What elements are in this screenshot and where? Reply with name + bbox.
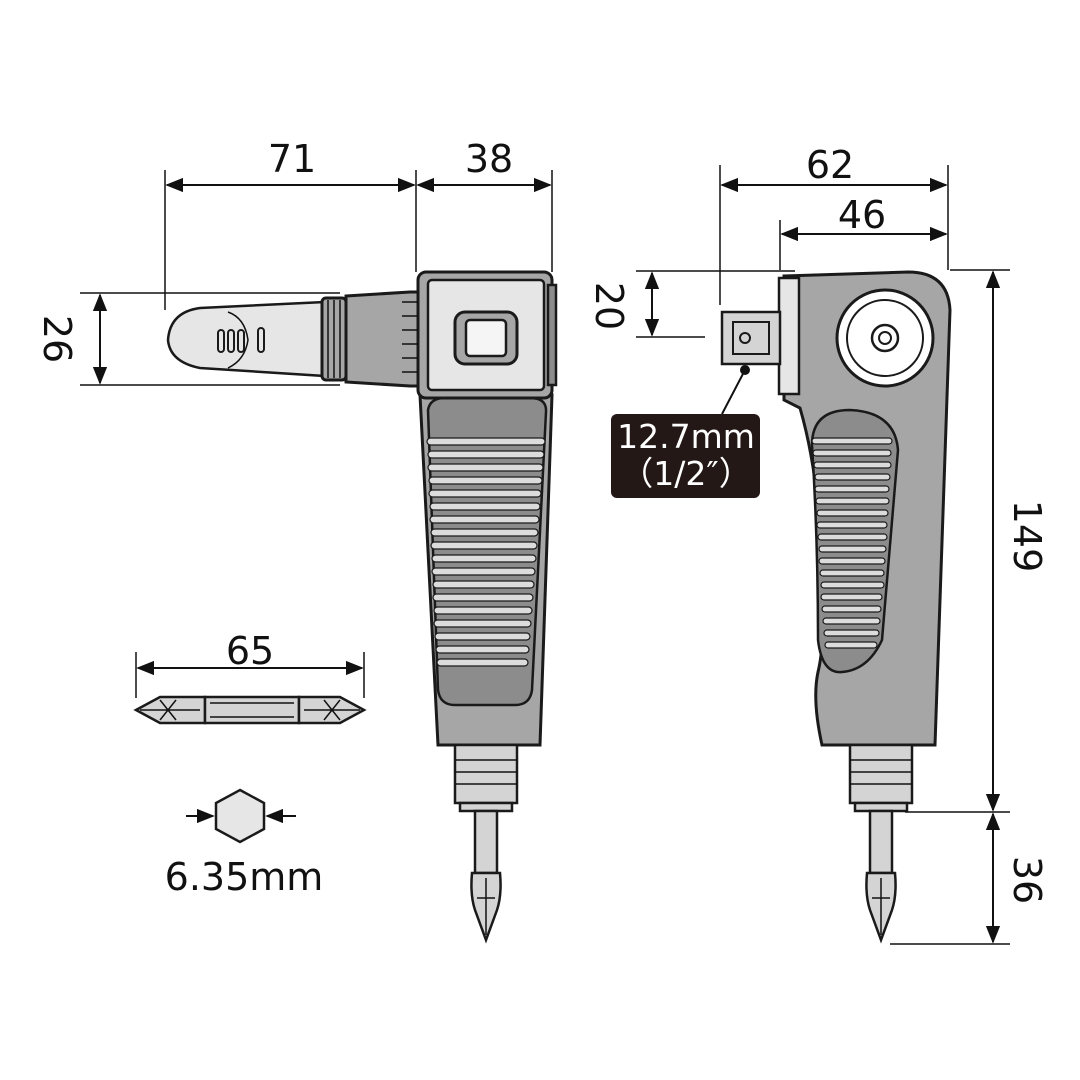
front-chuck-rings <box>455 759 517 785</box>
side-dimensions: 62 46 20 149 36 <box>587 143 1049 945</box>
front-dimensions: 71 38 26 <box>35 137 553 386</box>
front-arm-collar-teeth <box>402 301 418 373</box>
side-grip-ribs <box>811 437 893 649</box>
side-bit-shank <box>868 809 894 875</box>
front-grip-ribs <box>426 437 546 667</box>
dim-side-body-width: 46 <box>838 193 886 237</box>
side-view <box>720 270 952 944</box>
side-dial-inner <box>870 323 900 353</box>
dim-bit-protrusion: 36 <box>1005 856 1049 904</box>
front-arm-tip <box>166 300 327 378</box>
front-arm-fold <box>227 311 249 369</box>
front-bit-shank <box>473 809 499 875</box>
double-ended-bit <box>133 695 367 725</box>
callout-inch: （1/2″） <box>620 454 751 493</box>
front-arm-slots <box>217 327 265 353</box>
front-arm-collar <box>344 290 420 388</box>
hex-shape <box>214 788 266 844</box>
bit-dimension: 65 <box>135 629 365 698</box>
hex-size-label: 6.35mm <box>165 855 324 899</box>
hex-section: 6.35mm <box>165 788 324 899</box>
front-square-socket <box>464 318 508 358</box>
front-arm-ring-ribs <box>327 300 341 378</box>
dim-head-width: 38 <box>465 137 513 181</box>
callout-box <box>611 414 760 498</box>
dim-bit-length: 65 <box>226 629 274 673</box>
dim-arm-diameter: 26 <box>35 315 79 363</box>
callout-mm: 12.7mm <box>617 417 755 456</box>
front-chuck <box>453 743 519 805</box>
side-chuck <box>848 743 914 805</box>
front-view <box>166 270 558 944</box>
dim-side-width: 62 <box>806 143 854 187</box>
dim-arm-length: 71 <box>268 137 316 181</box>
callout-leader <box>721 369 746 415</box>
side-drive-plate <box>777 276 801 396</box>
dim-square-offset: 20 <box>587 282 631 330</box>
dim-total-height: 149 <box>1005 500 1049 573</box>
front-head-side-tab <box>546 283 558 387</box>
square-drive-callout: 12.7mm （1/2″） <box>611 365 760 498</box>
